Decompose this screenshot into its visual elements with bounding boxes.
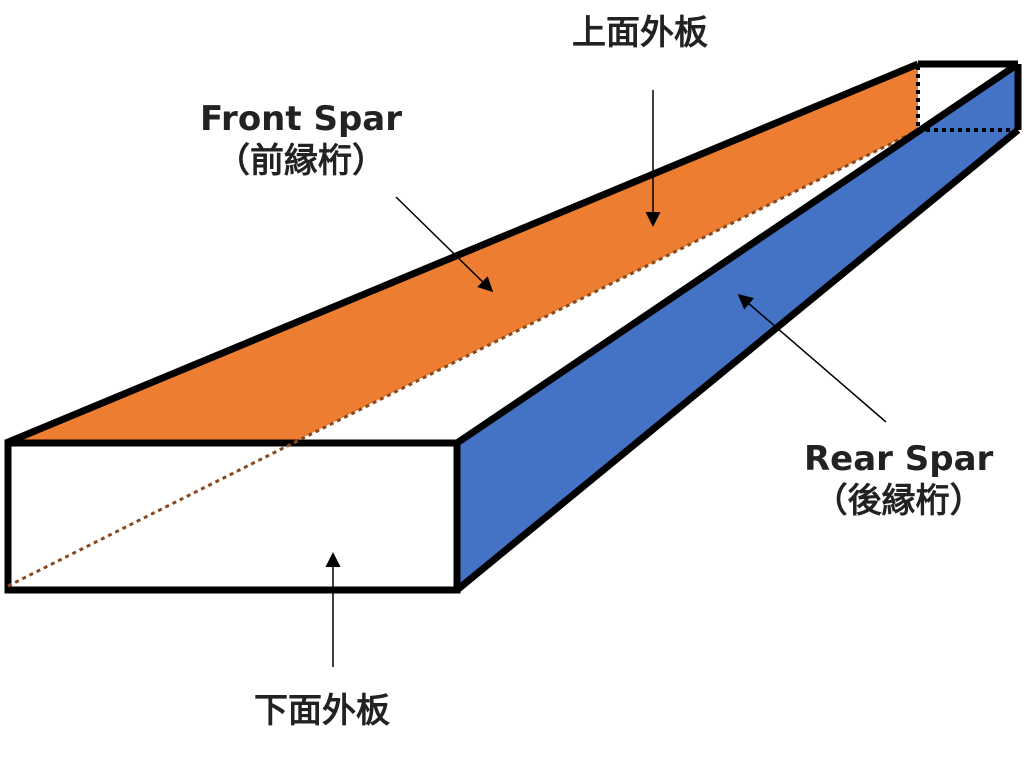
lower-skin-label: 下面外板 — [254, 691, 390, 731]
top-rear-edge — [455, 61, 1020, 446]
front-spar-jp: （前縁桁） — [216, 141, 386, 181]
front-spar-name: Front Spar — [200, 99, 403, 139]
rear-spar-face — [457, 64, 1018, 590]
upper-skin-label: 上面外板 — [572, 13, 708, 53]
rear-spar-name: Rear Spar — [804, 439, 994, 479]
top-front-edge — [4, 60, 920, 447]
front-opening — [4, 439, 461, 594]
rear-spar-label: Rear Spar （後縁桁） — [804, 438, 993, 522]
rear-spar-arrow — [737, 294, 887, 423]
hidden-edge-lower — [7, 128, 919, 588]
rear-spar-jp: （後縁桁） — [813, 481, 984, 521]
bottom-rear-edge — [454, 127, 1021, 593]
front-spar-label: Front Spar （前縁桁） — [200, 98, 402, 182]
front-spar-arrow — [395, 196, 494, 293]
